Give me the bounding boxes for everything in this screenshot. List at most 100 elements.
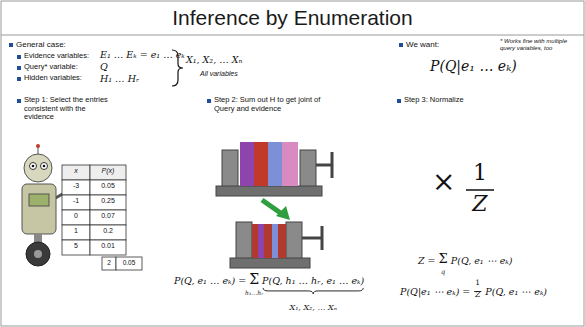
probability-table bbox=[62, 180, 90, 195]
math-expression: H₁ … Hᵣ bbox=[100, 74, 139, 85]
bullet bbox=[17, 77, 21, 81]
robot-figure bbox=[32, 165, 35, 168]
math-expression: Z bbox=[475, 291, 480, 300]
vise-figure bbox=[300, 150, 316, 190]
table-cell: 0.01 bbox=[90, 242, 126, 250]
step-text: Step 3: Normalize bbox=[404, 96, 464, 105]
vise-figure bbox=[240, 142, 254, 186]
vise-figure bbox=[252, 224, 286, 258]
table-cell: -1 bbox=[62, 197, 90, 205]
math-expression: P(Q|e₁ … eₖ) bbox=[430, 58, 517, 74]
math-expression: X₁, X₂, … Xₙ bbox=[289, 303, 336, 312]
probability-table bbox=[90, 180, 126, 195]
table-cell: 0.05 bbox=[116, 259, 142, 266]
vise-figure bbox=[254, 142, 268, 186]
table-cell: 5 bbox=[62, 242, 90, 250]
bullet bbox=[9, 43, 13, 47]
table-cell: 1 bbox=[62, 227, 90, 235]
vise-figure bbox=[272, 224, 278, 258]
robot-figure bbox=[30, 163, 37, 170]
math-expression: E₁ … Eₖ = e₁ … eₖ bbox=[100, 50, 185, 61]
step-text: Step 1: Select the entries consistent wi… bbox=[24, 96, 116, 122]
probability-table bbox=[90, 240, 126, 255]
bullet bbox=[17, 99, 21, 103]
bullet bbox=[397, 99, 401, 103]
math-expression: P(Q, e₁ … eₖ) = bbox=[174, 276, 246, 287]
probability-table bbox=[116, 257, 142, 270]
vise-figure bbox=[321, 226, 324, 250]
note-text: All variables bbox=[200, 70, 238, 78]
footnote: * Works fine with multiple query variabl… bbox=[500, 38, 580, 52]
vise-figure bbox=[316, 164, 332, 167]
bullet bbox=[17, 55, 21, 59]
vise-figure bbox=[230, 258, 310, 268]
table-cell: 0 bbox=[62, 212, 90, 220]
bullet bbox=[17, 66, 21, 70]
vise-figure bbox=[262, 200, 282, 214]
robot-figure bbox=[38, 147, 39, 154]
probability-table bbox=[62, 225, 90, 240]
table-cell: 0.05 bbox=[90, 182, 126, 190]
bullet bbox=[207, 99, 211, 103]
robot-figure bbox=[29, 194, 49, 206]
probability-table bbox=[62, 240, 90, 255]
math-expression: P(Q, e₁ ⋯ eₖ) bbox=[485, 287, 547, 298]
robot-figure bbox=[26, 242, 50, 266]
slide-title: Inference by Enumeration bbox=[0, 6, 585, 30]
math-expression: Q bbox=[100, 62, 108, 73]
math-expression: 1 bbox=[475, 279, 480, 288]
math-subscript: h₁…hᵣ bbox=[245, 290, 263, 297]
vise-figure bbox=[282, 142, 298, 186]
vise-figure bbox=[286, 222, 302, 262]
math-symbol: Σ bbox=[249, 271, 259, 287]
bullet bbox=[399, 43, 403, 47]
table-cell: 0.2 bbox=[90, 227, 126, 235]
bullet-text: Hidden variables: bbox=[24, 74, 82, 83]
vise-figure bbox=[216, 142, 332, 268]
vise-figure bbox=[216, 186, 322, 196]
vise-figure bbox=[302, 237, 322, 240]
probability-table bbox=[102, 257, 116, 270]
robot-figure bbox=[22, 144, 66, 266]
bullet-text: Query* variable: bbox=[24, 63, 78, 72]
bullet-text: Evidence variables: bbox=[24, 52, 89, 61]
probability-table bbox=[62, 165, 90, 180]
table-cell: P(x) bbox=[90, 167, 126, 175]
robot-figure bbox=[36, 144, 40, 148]
math-expression: Z bbox=[468, 191, 492, 216]
bullet-text: General case: bbox=[16, 40, 66, 49]
robot-figure bbox=[43, 165, 46, 168]
math-expression: P(Q, e₁ ⋯ eₖ) bbox=[451, 256, 513, 267]
probability-table bbox=[90, 210, 126, 225]
math-subscript: q bbox=[441, 269, 445, 276]
table-cell: 2 bbox=[102, 259, 116, 266]
probability-table bbox=[90, 165, 126, 180]
vise-figure bbox=[276, 206, 290, 220]
table-cell: x bbox=[62, 167, 90, 175]
underbrace bbox=[263, 288, 363, 294]
step-text: Step 2: Sum out H to get joint of Query … bbox=[214, 96, 336, 113]
math-expression: X₁, X₂, … Xₙ bbox=[186, 55, 242, 66]
probability-table bbox=[90, 195, 126, 210]
robot-figure bbox=[24, 154, 52, 182]
title-rule bbox=[1, 35, 584, 36]
fraction-bar bbox=[466, 189, 494, 191]
probability-table bbox=[62, 195, 90, 210]
table-cell: 0.25 bbox=[90, 197, 126, 205]
math-expression: P(Q, h₁ … hᵣ, e₁ … eₖ) bbox=[262, 276, 364, 287]
bullet bbox=[9, 43, 403, 103]
vise-figure bbox=[331, 152, 334, 178]
table-cell: 0.07 bbox=[90, 212, 126, 220]
bullet-text: We want: bbox=[406, 40, 439, 49]
vise-figure bbox=[258, 224, 264, 258]
math-symbol: Σ bbox=[439, 252, 448, 267]
probability-table bbox=[62, 165, 142, 270]
table-cell: -3 bbox=[62, 182, 90, 190]
robot-figure bbox=[41, 163, 48, 170]
vise-figure bbox=[268, 142, 282, 186]
vise-figure bbox=[222, 150, 238, 190]
math-symbol: × bbox=[432, 166, 455, 198]
math-expression: P(Q|e₁ ⋯ eₖ) = bbox=[400, 287, 470, 298]
